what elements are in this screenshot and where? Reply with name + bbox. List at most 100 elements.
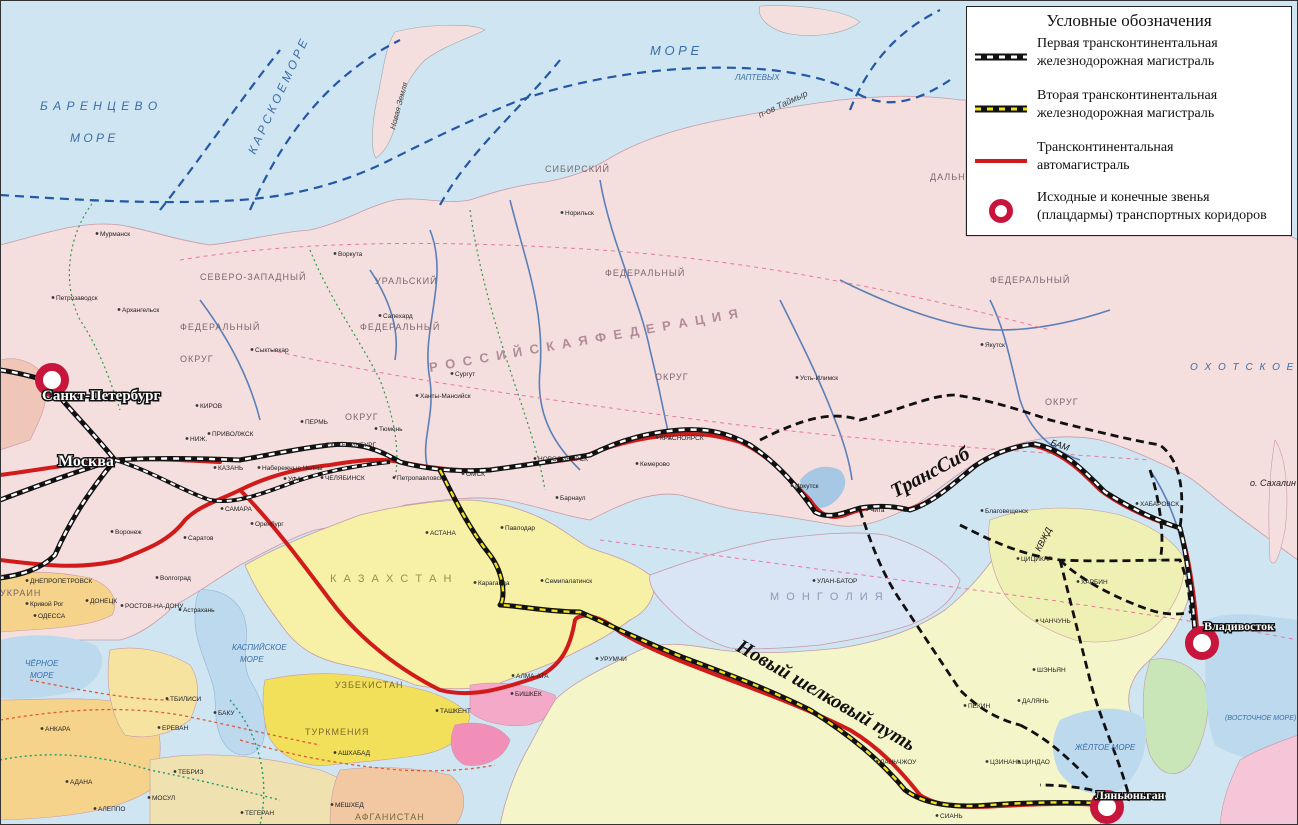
city-dot: [250, 348, 254, 351]
city-label: АСТАНА: [430, 530, 456, 537]
city-dot: [1035, 619, 1039, 622]
city-dot: [207, 432, 211, 435]
city-label: Якутск: [985, 342, 1005, 349]
sakhalin-island: [1268, 439, 1288, 564]
sea-label-laptev: ЛАПТЕВЫХ: [734, 73, 780, 82]
city-dot: [540, 579, 544, 582]
ukraine-territory: [0, 571, 116, 633]
city-dot: [330, 803, 334, 806]
legend-line-2: (плацдармы) транспортных коридоров: [1037, 208, 1267, 223]
yellow-black-railway-icon: [975, 105, 1027, 113]
city-dot: [165, 697, 169, 700]
city-dot: [25, 579, 29, 582]
city-label: РОСТОВ-НА-ДОНУ: [125, 603, 184, 610]
city-label: Сыктывкар: [255, 347, 289, 354]
city-label: Астрахань: [183, 607, 215, 614]
japan-territory: [1219, 734, 1298, 825]
manchuria-area: [988, 507, 1186, 643]
city-dot: [435, 709, 439, 712]
city-label: УФА: [288, 476, 302, 483]
other-railways: [759, 393, 1194, 802]
city-dot: [183, 536, 187, 539]
city-dot: [178, 608, 182, 611]
city-dot: [110, 530, 114, 533]
city-label: СИАНЬ: [940, 813, 963, 820]
city-dot: [450, 372, 454, 375]
city-dot: [510, 692, 514, 695]
city-dot: [1076, 580, 1080, 583]
endpoint-lianyungang[interactable]: [1090, 790, 1124, 824]
city-dot: [25, 602, 29, 605]
regional-roads: [0, 679, 496, 772]
city-label: САМАРА: [225, 506, 253, 513]
city-dot: [812, 579, 816, 582]
legend-text-second-railway: Вторая трансконтинентальная железнодорож…: [1037, 87, 1217, 123]
city-dot: [963, 704, 967, 707]
city-label: Кривой Рог: [30, 600, 64, 608]
city-dot: [333, 751, 337, 754]
city-dot: [195, 404, 199, 407]
black-sea: [0, 635, 103, 699]
city-label: Петропавловск: [397, 475, 443, 482]
label-sakhalin: о. Сахалин: [1250, 478, 1296, 488]
city-dot: [93, 807, 97, 810]
region-label-sib-1: СИБИРСКИЙ: [545, 163, 610, 174]
severnaya-zemlya-island: [759, 5, 861, 36]
endpoint-vladivostok[interactable]: [1185, 626, 1219, 660]
city-label: МЕШХЕД: [335, 802, 364, 809]
region-label-ural-3: ОКРУГ: [345, 412, 379, 422]
legend-line-2: железнодорожная магистраль: [1037, 54, 1215, 69]
city-dot: [595, 657, 599, 660]
city-label: Сургут: [455, 371, 475, 378]
region-label-sib-2: ФЕДЕРАЛЬНЫЙ: [605, 267, 685, 278]
endpoint-ring-icon: [989, 199, 1013, 223]
sea-of-japan: [1205, 614, 1298, 762]
city-dot: [213, 711, 217, 714]
legend-line-1: Вторая трансконтинентальная: [1037, 88, 1218, 103]
city-label: Петрозаводск: [56, 295, 98, 302]
city-label: НОВОСИБИРСК: [538, 456, 588, 463]
city-labels: АрхангельскПетрозаводскМурманскСыктывкар…: [25, 210, 1179, 820]
city-label: Иркутск: [795, 483, 819, 490]
city-label-spb: Санкт-Петербург: [42, 388, 160, 404]
city-label: Саратов: [188, 535, 214, 542]
city-label: ТЕБРИЗ: [178, 769, 204, 776]
sea-label-laptev-sea: М О Р Е: [650, 43, 699, 58]
city-label: ПРИВОЛЖСК: [212, 431, 254, 438]
city-dot: [283, 477, 287, 480]
city-dot: [655, 436, 659, 439]
city-dot: [95, 232, 99, 235]
city-label: БИШКЕК: [515, 691, 542, 698]
legend-item-first-railway: Первая трансконтинентальная железнодорож…: [973, 35, 1287, 83]
city-label: Норильск: [565, 210, 594, 217]
city-label: Усть-Илимск: [800, 375, 838, 382]
city-label: ЛАНЬЧЖОУ: [880, 759, 917, 766]
afghanistan-territory: [329, 767, 464, 825]
turkey-territory: [0, 698, 161, 821]
city-dot: [33, 614, 37, 617]
city-dot: [473, 581, 477, 584]
city-dot: [1017, 760, 1021, 763]
city-dot: [533, 457, 537, 460]
sea-label-east: (ВОСТОЧНОЕ МОРЕ): [1225, 715, 1296, 722]
region-label-sib-3: ОКРУГ: [655, 372, 689, 382]
legend-item-highway: Трансконтинентальная автомагистраль: [973, 139, 1287, 187]
city-label: Воркута: [338, 251, 363, 258]
region-label-dv-3: ОКРУГ: [1045, 397, 1079, 407]
city-label: ТАШКЕНТ: [440, 708, 471, 715]
city-dot: [173, 770, 177, 773]
city-label: Салехард: [383, 313, 413, 320]
city-label: ОДЕССА: [38, 613, 66, 620]
city-label-vladivostok: Владивосток: [1204, 619, 1274, 633]
city-label: КРАСНОЯРСК: [660, 435, 704, 442]
city-dot: [250, 522, 254, 525]
city-label: УЛАН-БАТОР: [817, 578, 857, 585]
country-label-mongolia: М О Н Г О Л И Я: [770, 591, 885, 603]
black-white-railway-icon: [975, 53, 1027, 61]
sea-label-barents-2: М О Р Е: [70, 131, 116, 145]
city-dot: [392, 476, 396, 479]
endpoint-spb[interactable]: [35, 363, 69, 397]
city-label: Караганда: [478, 580, 510, 587]
region-label-afghanistan: АФГАНИСТАН: [355, 812, 425, 822]
city-label: Волгоград: [160, 575, 191, 582]
